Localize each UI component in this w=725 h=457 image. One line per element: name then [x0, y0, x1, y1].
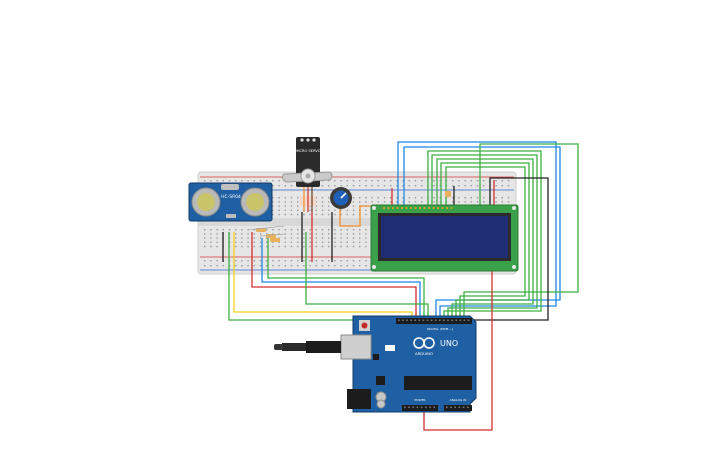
wire-orange-pot [339, 205, 372, 227]
board-label-analog: ANALOG IN [450, 398, 467, 402]
usb-port [340, 334, 372, 360]
board-label-digital: DIGITAL (PWM ~) [427, 327, 453, 331]
wire-green-loop-4 [440, 162, 530, 318]
board-label-power: POWER [414, 398, 425, 402]
wire-black-gnd [468, 177, 549, 321]
board-label-brand: ARDUINO [415, 351, 433, 356]
wire-green-loop-1 [427, 150, 542, 318]
lcd-screen [381, 216, 508, 258]
servo-label: MICRO SERVO [295, 149, 320, 153]
usb-cable [306, 341, 341, 353]
arduino-pin-headers [398, 319, 470, 409]
atmega-chip [404, 376, 472, 390]
wire-green-loop-2 [431, 154, 538, 318]
wire-blue-loop [397, 141, 557, 318]
wire-blue-left [261, 238, 421, 318]
wire-green-outer [463, 143, 579, 318]
wire-green-left [228, 232, 408, 321]
arduino-uno[interactable]: UNO ARDUINO DIGITAL (PWM ~) POWER ANALOG… [274, 315, 477, 413]
wire-green-loop-5 [445, 166, 526, 318]
resistor-lcd [445, 191, 451, 197]
ultrasonic-sensor[interactable]: HC-SR04 [188, 182, 273, 222]
wire-green-loop-3 [436, 158, 534, 318]
wires [222, 141, 579, 431]
arduino-logo [413, 337, 435, 349]
wire-green-left-2 [267, 238, 425, 318]
servo-motor[interactable]: MICRO SERVO [281, 137, 333, 212]
board-label-uno: UNO [440, 339, 458, 348]
wire-red-left [251, 232, 417, 318]
sensor-label: HC-SR04 [221, 194, 241, 200]
wire-red-power [423, 262, 493, 431]
potentiometer[interactable] [330, 187, 352, 209]
lcd-display[interactable] [370, 204, 519, 272]
wire-blue-loop-2 [403, 146, 561, 318]
wire-green-mid [305, 232, 429, 318]
power-jack [347, 389, 371, 409]
lcd-pin-header [383, 207, 453, 209]
wire-yellow [233, 232, 413, 318]
resistors[interactable] [247, 191, 451, 242]
